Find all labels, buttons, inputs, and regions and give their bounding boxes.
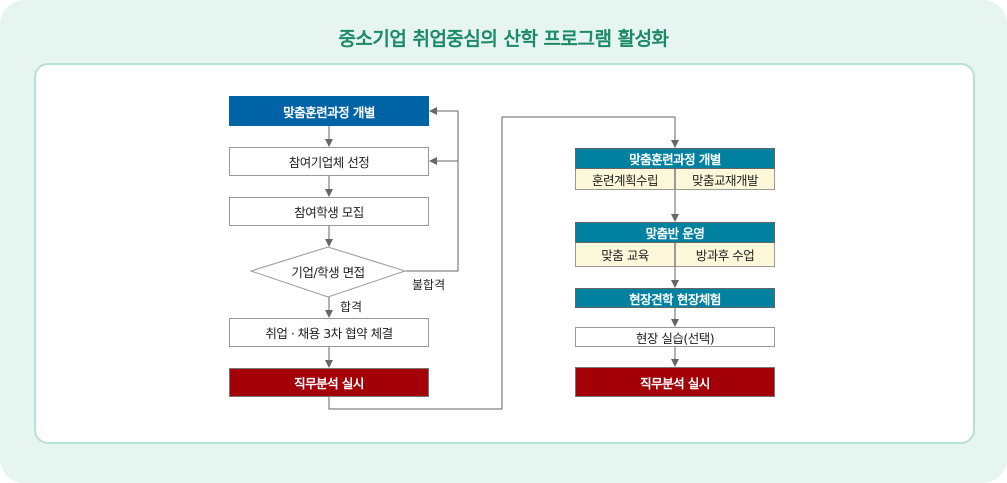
stage-item: 맞춤 교육 [575,243,675,267]
step-student-recruitment: 참여학생 모집 [229,197,429,226]
fail-label: 불합격 [412,278,446,292]
decision-diamond [249,246,407,298]
page-title: 중소기업 취업중심의 산학 프로그램 활성화 [338,28,669,50]
step-course-development: 맞춤훈련과정 개별 [229,96,429,126]
step-interview: 기업/학생 면접 [291,264,365,280]
step-agreement: 취업 · 채용 3차 협약 체결 [229,318,429,347]
stage-field-practice: 현장 실습(선택) [575,327,775,347]
pass-label: 합격 [340,300,363,314]
stage-item: 방과후 수업 [675,243,775,267]
stage-course-development: 맞춤훈련과정 개별 [575,148,775,169]
stage-item: 훈련계획수립 [575,169,675,190]
stage-field-experience: 현장견학 현장체험 [575,288,775,308]
stage-class-operation: 맞춤반 운영 [575,222,775,243]
stage-item: 맞춤교재개발 [675,169,775,190]
step-company-selection: 참여기업체 선정 [229,147,429,176]
stage-job-analysis: 직무분석 실시 [575,367,775,397]
diagram-panel [34,63,975,444]
step-job-analysis: 직무분석 실시 [229,368,429,397]
